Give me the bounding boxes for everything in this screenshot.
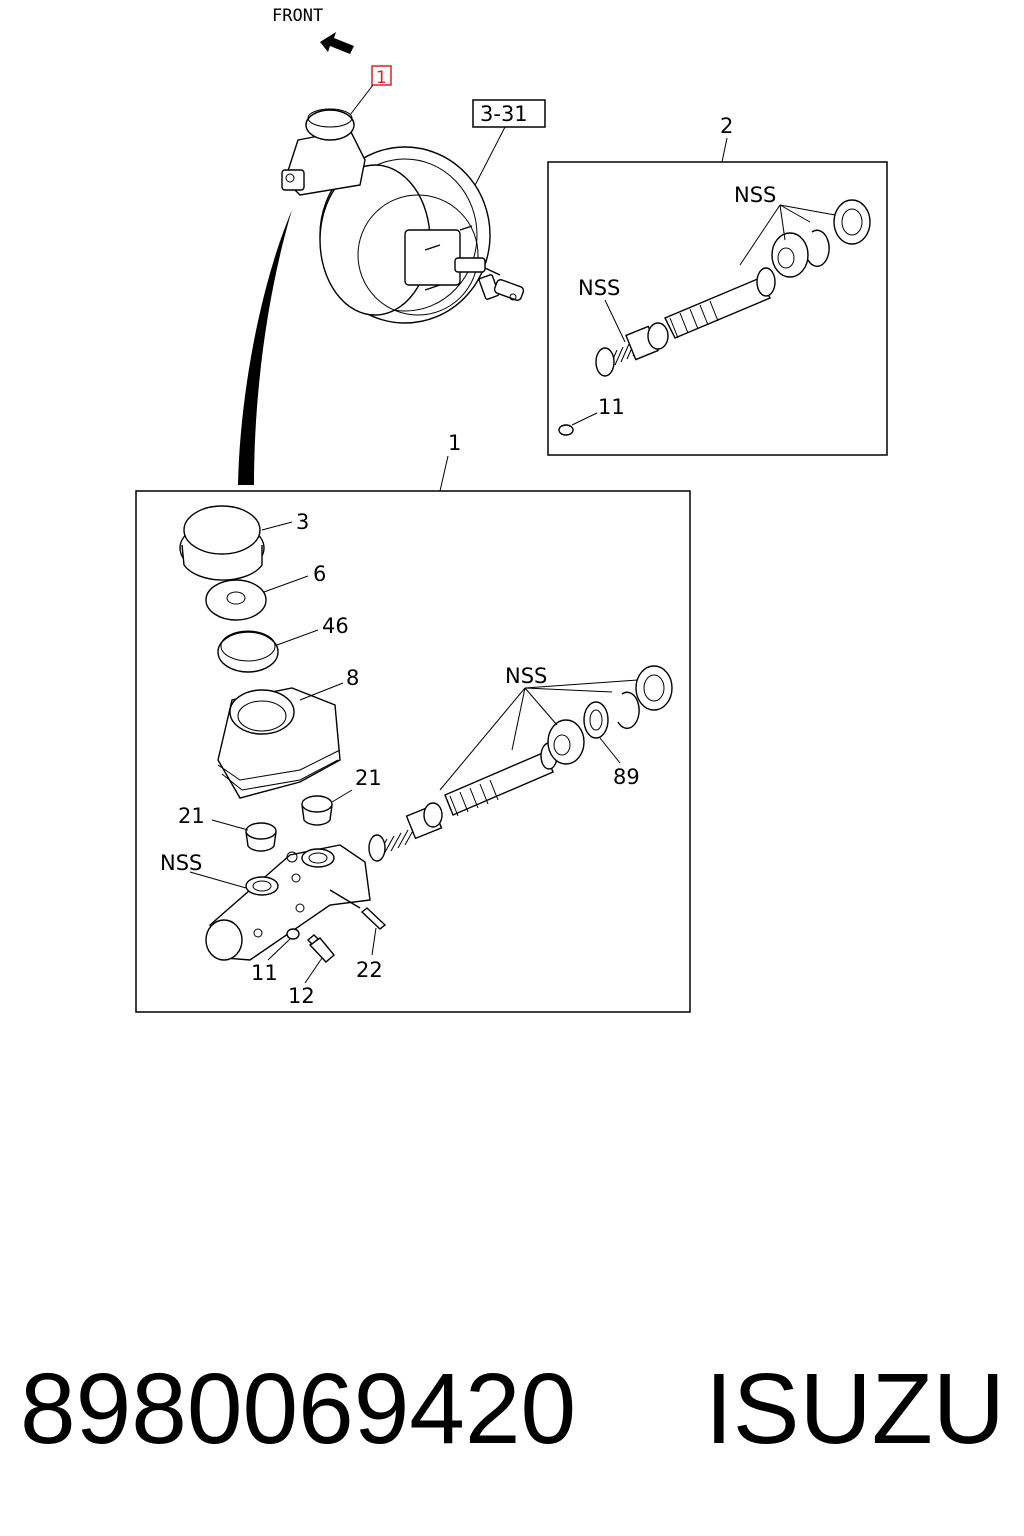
leader-line	[349, 84, 374, 116]
part-89-label: 89	[613, 765, 640, 789]
leader-line	[371, 927, 377, 956]
leader-line	[721, 137, 728, 163]
ring-illustration	[217, 630, 279, 673]
main-piston-illustration	[368, 665, 673, 862]
leader-line	[276, 629, 319, 646]
leader-line	[189, 871, 247, 889]
leader-line	[469, 126, 506, 196]
leader-line	[439, 687, 526, 791]
leader-line	[267, 938, 291, 961]
group-2-label: 2	[720, 114, 733, 138]
leader-line	[524, 687, 558, 726]
grommet-illustration	[245, 795, 333, 852]
leader-line	[779, 204, 786, 241]
leader-line	[211, 819, 249, 831]
kit-nss-label: NSS	[734, 183, 776, 207]
leader-line	[779, 204, 811, 223]
leader-line	[599, 737, 621, 764]
leader-line	[524, 679, 638, 689]
brake-booster-illustration	[281, 108, 525, 324]
part-21-label-right: 21	[355, 766, 382, 790]
leader-line	[571, 412, 598, 426]
group-1-label: 1	[448, 431, 461, 455]
leader-line	[299, 682, 344, 701]
reservoir-illustration	[217, 687, 341, 799]
leader-line	[304, 957, 323, 984]
leader-line	[331, 789, 353, 803]
part-8-label: 8	[346, 666, 359, 690]
part-11-label: 11	[251, 961, 278, 985]
leader-line	[779, 204, 836, 216]
highlight-callout-label: 1	[376, 68, 387, 88]
leader-line	[524, 687, 613, 693]
part-12-label: 12	[288, 984, 315, 1008]
part-3-label: 3	[296, 510, 309, 534]
part-6-label: 6	[313, 562, 326, 586]
leader-line	[263, 575, 309, 593]
leader-line	[739, 204, 781, 266]
part-number-text: 8980069420	[20, 1353, 576, 1465]
part-21-label-left: 21	[178, 804, 205, 828]
leader-line	[439, 455, 449, 492]
connector-arrow-icon	[238, 210, 292, 485]
kit-nss-label-2: NSS	[578, 276, 620, 300]
front-label: FRONT	[272, 6, 323, 26]
nss-body-label: NSS	[160, 851, 202, 875]
pin-illustration	[360, 907, 387, 930]
leader-line	[511, 687, 526, 751]
highlight-callout-box[interactable]	[371, 65, 392, 86]
reference-box[interactable]	[472, 99, 546, 128]
cylinder-body-illustration	[205, 844, 371, 961]
kit-piston-illustration	[558, 199, 871, 436]
nss-main-label: NSS	[505, 664, 547, 688]
diaphragm-illustration	[205, 579, 267, 621]
reservoir-cap-illustration	[179, 505, 265, 581]
front-arrow-icon	[320, 32, 354, 54]
leader-line	[261, 521, 293, 531]
brand-text: ISUZU	[705, 1353, 1005, 1465]
bolt-illustration	[306, 934, 335, 963]
washer-illustration	[286, 928, 300, 940]
leader-line	[604, 299, 626, 343]
part-22-label: 22	[356, 958, 383, 982]
kit-part-11-label: 11	[598, 395, 625, 419]
part-46-label: 46	[322, 614, 349, 638]
reference-label: 3-31	[480, 102, 528, 126]
